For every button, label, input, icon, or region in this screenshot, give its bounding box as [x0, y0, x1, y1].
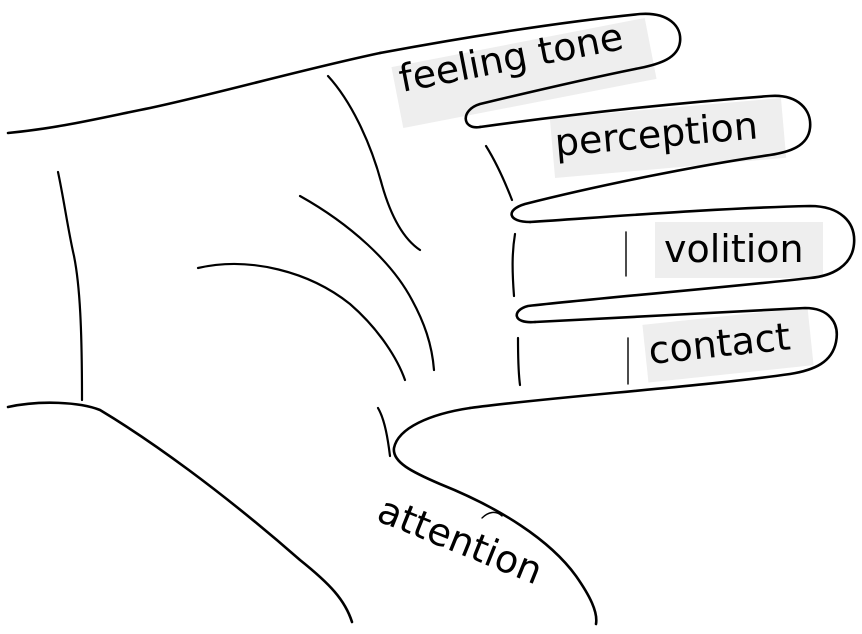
ring-finger-outline [515, 204, 856, 324]
volition-label-bg [655, 222, 823, 278]
attention-label: attention [372, 488, 549, 594]
volition-label: volition [664, 227, 804, 271]
thumb-base-crease [376, 406, 392, 458]
feeling-tone-label-bg [391, 17, 657, 129]
thumb-joint-crease [481, 511, 503, 519]
palm-heart-line [298, 194, 436, 372]
knuckle-line-ring [511, 232, 517, 298]
wrist-side-line [56, 170, 84, 402]
contact-label-bg [642, 307, 814, 383]
hand-top-edge [6, 51, 382, 135]
palm-creases [56, 74, 629, 519]
knuckle-line-middle [484, 144, 514, 202]
palm-head-line [196, 262, 407, 382]
knuckle-line-index [326, 74, 422, 252]
thumb-outline [392, 406, 598, 626]
middle-finger-outline [478, 94, 812, 224]
hand-outline [6, 12, 856, 626]
little-finger-outline [468, 306, 839, 410]
perception-label-bg [549, 98, 787, 178]
knuckle-line-little [516, 336, 522, 387]
thumb-lower-edge [6, 401, 354, 624]
index-finger-outline [378, 12, 682, 129]
